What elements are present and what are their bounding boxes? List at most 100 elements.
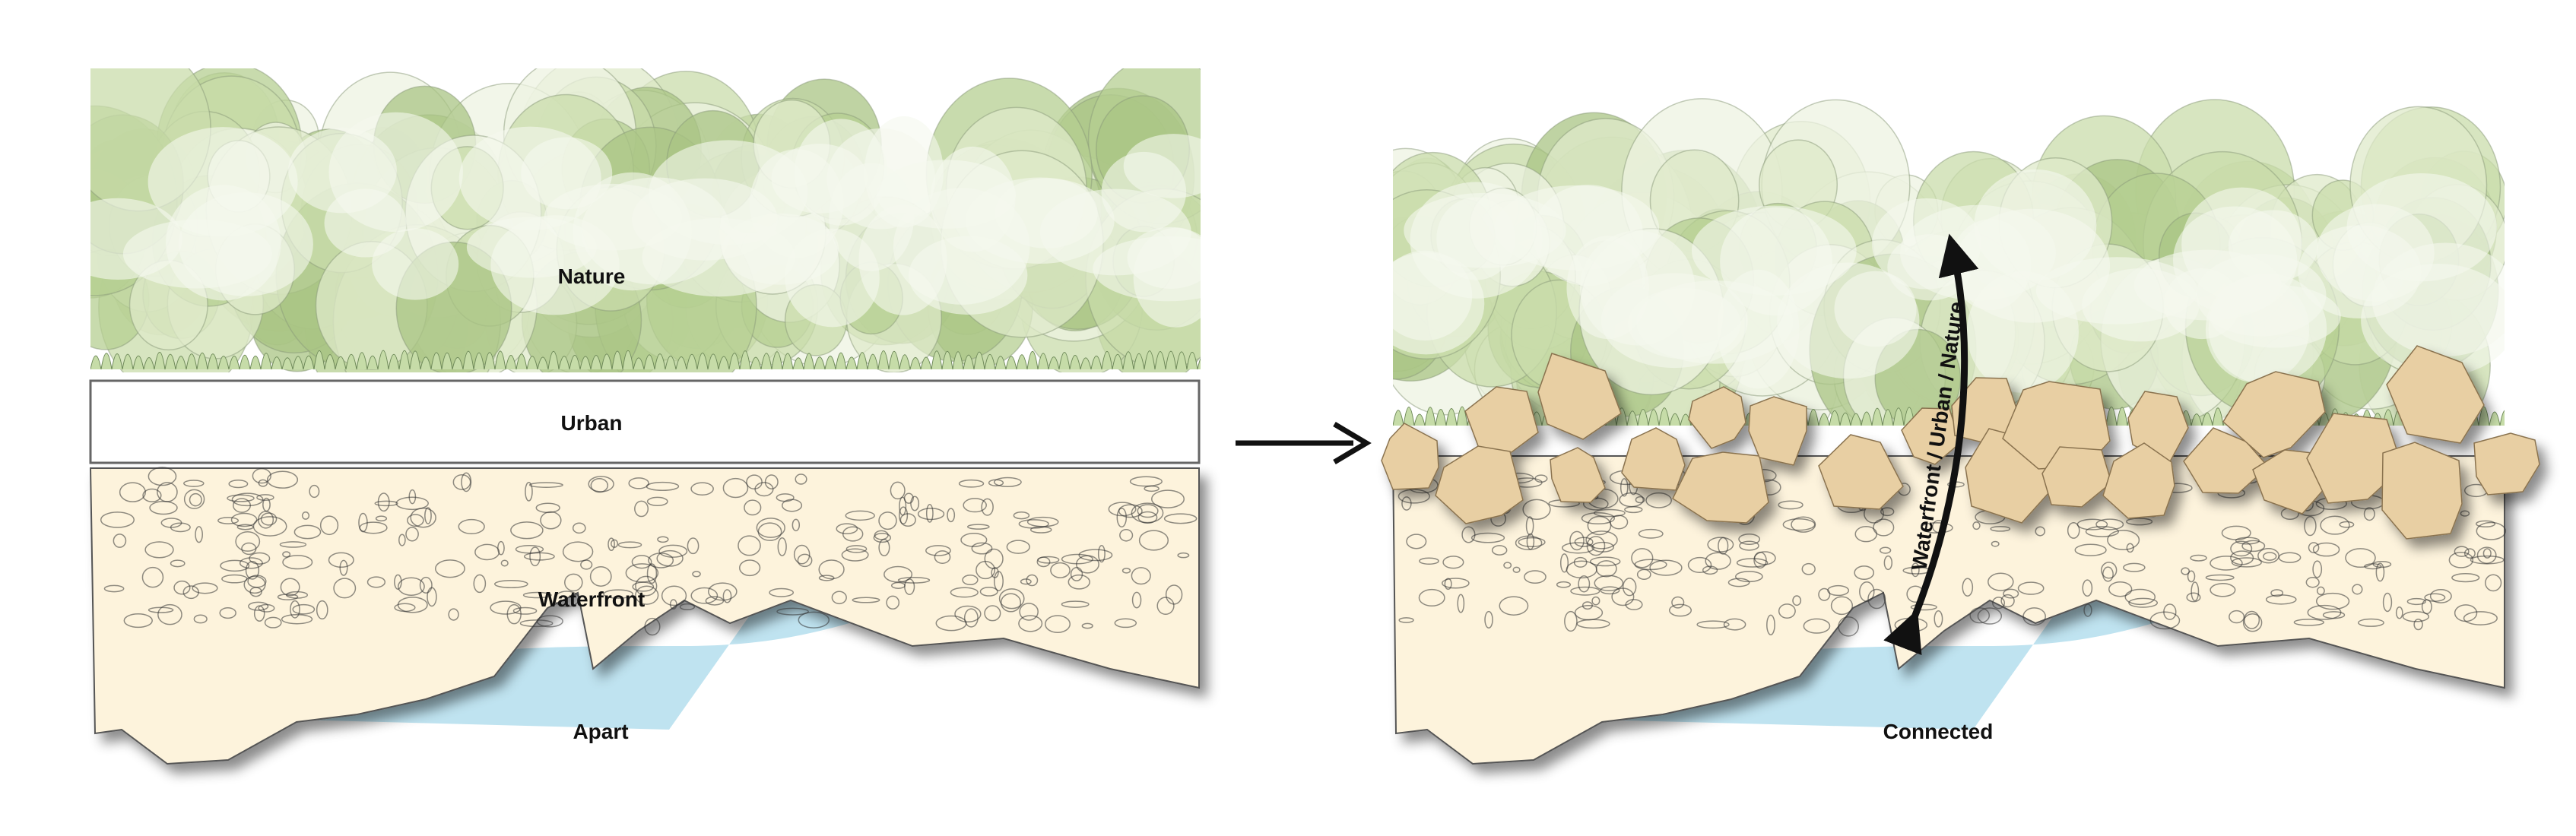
grass-blade: [1807, 409, 1819, 426]
terrain-contour: [239, 557, 263, 569]
terrain-contour: [374, 500, 398, 507]
terrain-contour: [192, 582, 218, 594]
grass-blade: [995, 356, 1007, 370]
grass-blade: [760, 353, 772, 370]
tree-haze: [90, 198, 182, 280]
terrain-contour: [690, 482, 714, 496]
grass-blade: [739, 350, 751, 370]
terrain-contour: [669, 599, 677, 610]
terrain-contour: [746, 474, 763, 490]
terrain-contour: [2210, 556, 2243, 571]
terrain-contour: [588, 476, 614, 492]
terrain-contour: [2123, 562, 2146, 572]
terrain-contour: [247, 575, 267, 588]
terrain-contour: [2429, 588, 2452, 603]
grass-blade: [335, 356, 347, 370]
grass-blade: [558, 356, 570, 370]
terrain-contour: [1156, 597, 1175, 615]
terrain-contour: [292, 603, 316, 615]
terrain-contour: [1595, 560, 1617, 578]
grass-blade: [132, 355, 144, 370]
urban-block: [2381, 442, 2463, 540]
terrain-contour: [705, 596, 725, 606]
terrain-contour: [1144, 485, 1160, 492]
terrain-contour: [1707, 537, 1734, 553]
grass-blade: [750, 356, 762, 370]
terrain-contour: [635, 575, 658, 597]
terrain-contour: [795, 473, 807, 485]
terrain-contour: [1782, 518, 1816, 531]
urban-block: [1464, 386, 1539, 453]
urban-block: [2473, 432, 2540, 496]
grass-blade: [1069, 355, 1081, 370]
terrain-contour: [1524, 570, 1547, 584]
terrain-contour: [1585, 530, 1618, 549]
terrain-contour: [258, 479, 268, 487]
terrain-contour: [309, 484, 320, 499]
tree-haze: [1127, 226, 1201, 289]
urban-label: Urban: [561, 411, 623, 435]
waterfront-texture-left: [100, 467, 1198, 636]
grass-blade: [814, 356, 826, 370]
terrain-contour: [690, 587, 719, 604]
terrain-contour: [1020, 578, 1032, 585]
terrain-contour: [395, 496, 429, 511]
grass-blade: [1861, 411, 1873, 426]
urban-block: [2386, 345, 2485, 444]
terrain-contour: [963, 498, 987, 513]
terrain-contour: [1600, 586, 1620, 595]
terrain-contour: [2102, 566, 2114, 582]
terrain-contour: [1097, 544, 1106, 563]
terrain-contour: [328, 552, 354, 568]
terrain-contour: [769, 587, 795, 597]
terrain-contour: [193, 614, 208, 624]
terrain-contour: [1859, 581, 1875, 603]
grass-blade: [696, 352, 709, 370]
terrain-contour: [981, 498, 994, 516]
terrain-contour: [2339, 521, 2355, 528]
terrain-contour: [950, 587, 979, 598]
grass-blade: [217, 356, 230, 370]
terrain-contour: [195, 526, 203, 543]
terrain-contour: [925, 545, 951, 556]
terrain-contour: [1006, 540, 1030, 554]
terrain-contour: [1827, 584, 1850, 597]
terrain-contour: [2485, 574, 2502, 592]
grass-blade: [1413, 413, 1426, 426]
terrain-contour: [1766, 614, 1775, 635]
terrain-contour: [248, 601, 269, 611]
terrain-contour: [123, 613, 153, 629]
grass-blade: [260, 353, 272, 370]
grass-blade: [1393, 410, 1404, 426]
grass-blade: [1839, 412, 1851, 426]
grass-blade: [2499, 410, 2505, 426]
terrain-contour: [1163, 513, 1198, 524]
terrain-contour: [2263, 552, 2277, 561]
tree-haze: [722, 213, 839, 285]
terrain-contour: [984, 605, 1001, 622]
terrain-contour: [2406, 597, 2426, 606]
terrain-contour: [2022, 607, 2046, 626]
terrain-contour: [2451, 573, 2480, 583]
grass-blade: [271, 356, 283, 370]
grass-blade: [1435, 408, 1447, 426]
grass-blade: [1080, 357, 1092, 370]
terrain-contour: [1991, 540, 2000, 547]
terrain-contour: [277, 594, 299, 600]
terrain-contour: [2304, 515, 2317, 537]
terrain-contour: [2395, 606, 2403, 619]
terrain-contour: [407, 514, 424, 527]
terrain-contour: [954, 605, 982, 623]
terrain-contour: [281, 613, 313, 625]
terrain-contour: [1635, 496, 1645, 504]
grass-blade: [388, 353, 400, 370]
grass-blade: [611, 350, 623, 370]
terrain-contour: [1061, 553, 1093, 565]
terrain-contour: [2463, 548, 2476, 559]
grass-blade: [654, 353, 666, 370]
terrain-contour: [1070, 566, 1083, 581]
caption-connected: Connected: [1883, 720, 1994, 743]
terrain-contour: [1137, 511, 1158, 524]
terrain-contour: [473, 574, 487, 594]
terrain-contour: [375, 515, 388, 522]
